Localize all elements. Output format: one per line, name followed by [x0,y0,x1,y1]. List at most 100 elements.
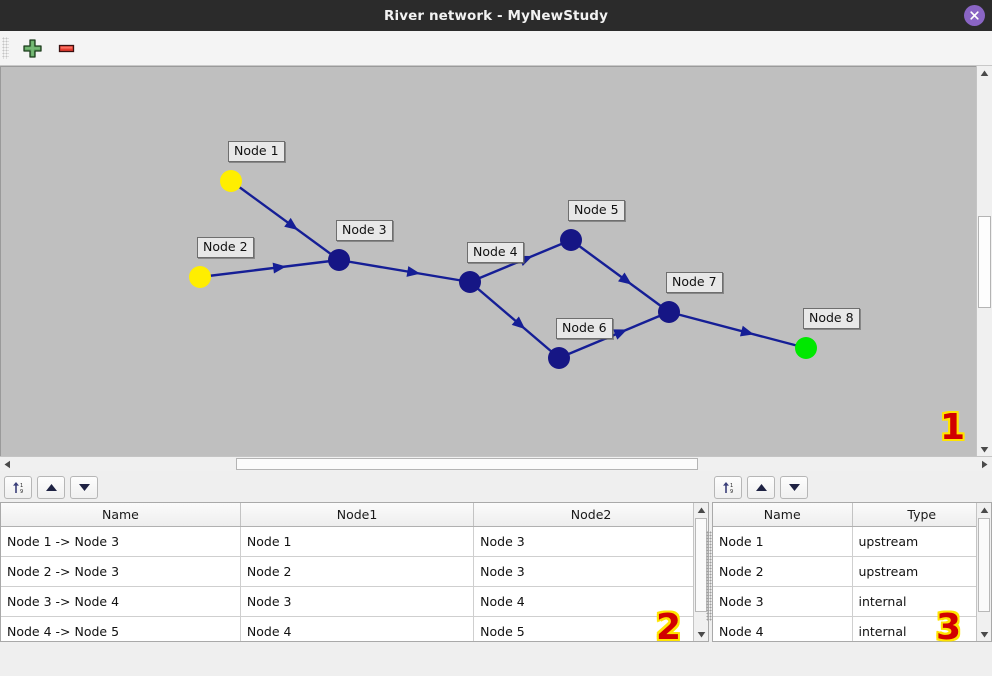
cell-type[interactable]: internal [852,616,991,641]
column-header-node2[interactable]: Node2 [473,503,708,527]
cell-node2[interactable]: Node 4 [473,586,708,617]
edge-Node7-Node8[interactable] [668,310,807,350]
sort-icon: 1 9 [722,482,733,495]
nodes-vertical-scrollbar[interactable] [976,503,991,641]
plus-icon [22,38,42,58]
nodes-scroll-up-arrow-icon[interactable] [977,503,991,517]
reaches-move-down-button[interactable] [70,476,98,499]
edge-arrow-icon [739,325,754,337]
cell-node2[interactable]: Node 3 [473,526,708,557]
graph-node-node7[interactable] [658,301,680,323]
close-icon[interactable] [964,5,985,26]
nodes-vscroll-thumb[interactable] [978,518,990,612]
reaches-toolbar: 1 9 [4,474,98,501]
cell-name[interactable]: Node 1 -> Node 3 [1,526,241,557]
edge-Node3-Node4[interactable] [338,258,471,284]
node-label-node3[interactable]: Node 3 [336,220,393,241]
node-label-node8[interactable]: Node 8 [803,308,860,329]
canvas-horizontal-scrollbar[interactable] [0,456,992,471]
cell-name[interactable]: Node 3 -> Node 4 [1,586,241,617]
add-node-button[interactable] [18,35,46,61]
cell-name[interactable]: Node 3 [713,586,853,617]
node-label-node5[interactable]: Node 5 [568,200,625,221]
toolbar-drag-handle[interactable] [2,37,9,59]
edge-Node2-Node3[interactable] [199,258,340,279]
graph-node-node8[interactable] [795,337,817,359]
tables-splitter[interactable] [706,531,712,621]
edge-arrow-icon [406,266,421,277]
cell-node2[interactable]: Node 5 [473,616,708,641]
reaches-scroll-down-arrow-icon[interactable] [694,627,708,641]
cell-node1[interactable]: Node 1 [240,526,475,557]
edge-Node5-Node7[interactable] [570,239,670,313]
cell-node1[interactable]: Node 4 [240,616,475,641]
scroll-down-arrow-icon[interactable] [977,442,992,456]
cell-node1[interactable]: Node 2 [240,556,475,587]
cell-type[interactable]: internal [852,586,991,617]
scroll-left-arrow-icon[interactable] [0,457,15,471]
edge-arrow-icon [284,217,298,230]
node-label-node4[interactable]: Node 4 [467,242,524,263]
cell-name[interactable]: Node 1 [713,526,853,557]
reaches-scroll-up-arrow-icon[interactable] [694,503,708,517]
river-network-canvas[interactable]: Node 1 Node 2 Node 3 Node 4 Node 5 Node 6 Node… [0,66,992,470]
nodes-sort-button[interactable]: 1 9 [714,476,742,499]
reaches-sort-button[interactable]: 1 9 [4,476,32,499]
canvas-vscroll-thumb[interactable] [978,216,991,308]
column-header-node1[interactable]: Node1 [240,503,475,527]
column-header-name[interactable]: Name [1,503,241,527]
graph-node-node4[interactable] [459,271,481,293]
scroll-right-arrow-icon[interactable] [976,457,992,471]
cell-name[interactable]: Node 2 -> Node 3 [1,556,241,587]
cell-type[interactable]: upstream [852,526,991,557]
nodes-scroll-down-arrow-icon[interactable] [977,627,991,641]
svg-text:1: 1 [20,483,23,489]
edge-Node1-Node3[interactable] [230,180,340,261]
graph-node-node5[interactable] [560,229,582,251]
cell-type[interactable]: upstream [852,556,991,587]
scroll-up-arrow-icon[interactable] [977,66,992,80]
nodes-move-up-button[interactable] [747,476,775,499]
minus-icon [58,44,74,52]
reaches-move-up-button[interactable] [37,476,65,499]
cell-name[interactable]: Node 4 -> Node 5 [1,616,241,641]
svg-text:9: 9 [20,489,23,495]
graph-node-node3[interactable] [328,249,350,271]
cell-name[interactable]: Node 4 [713,616,853,641]
main-toolbar [0,31,992,66]
edge-Node4-Node6[interactable] [469,281,560,359]
canvas-hscroll-thumb[interactable] [236,458,698,470]
column-header-name[interactable]: Name [713,503,853,527]
nodes-toolbar: 1 9 [714,474,808,501]
move-down-icon [788,484,800,491]
graph-node-node1[interactable] [220,170,242,192]
network-diagram [189,170,817,369]
column-header-type[interactable]: Type [852,503,991,527]
graph-node-node6[interactable] [548,347,570,369]
nodes-move-down-button[interactable] [780,476,808,499]
canvas-vertical-scrollbar[interactable] [976,66,992,456]
cell-node2[interactable]: Node 3 [473,556,708,587]
node-label-node7[interactable]: Node 7 [666,272,723,293]
node-label-node2[interactable]: Node 2 [197,237,254,258]
cell-node1[interactable]: Node 3 [240,586,475,617]
page-title: River network - MyNewStudy [384,7,608,24]
edge-arrow-icon [613,329,628,340]
delete-node-button[interactable] [52,35,80,61]
move-up-icon [755,484,767,491]
edge-Node6-Node7[interactable] [558,310,670,360]
cell-name[interactable]: Node 2 [713,556,853,587]
node-label-node6[interactable]: Node 6 [556,318,613,339]
graph-node-node2[interactable] [189,266,211,288]
node-label-node1[interactable]: Node 1 [228,141,285,162]
